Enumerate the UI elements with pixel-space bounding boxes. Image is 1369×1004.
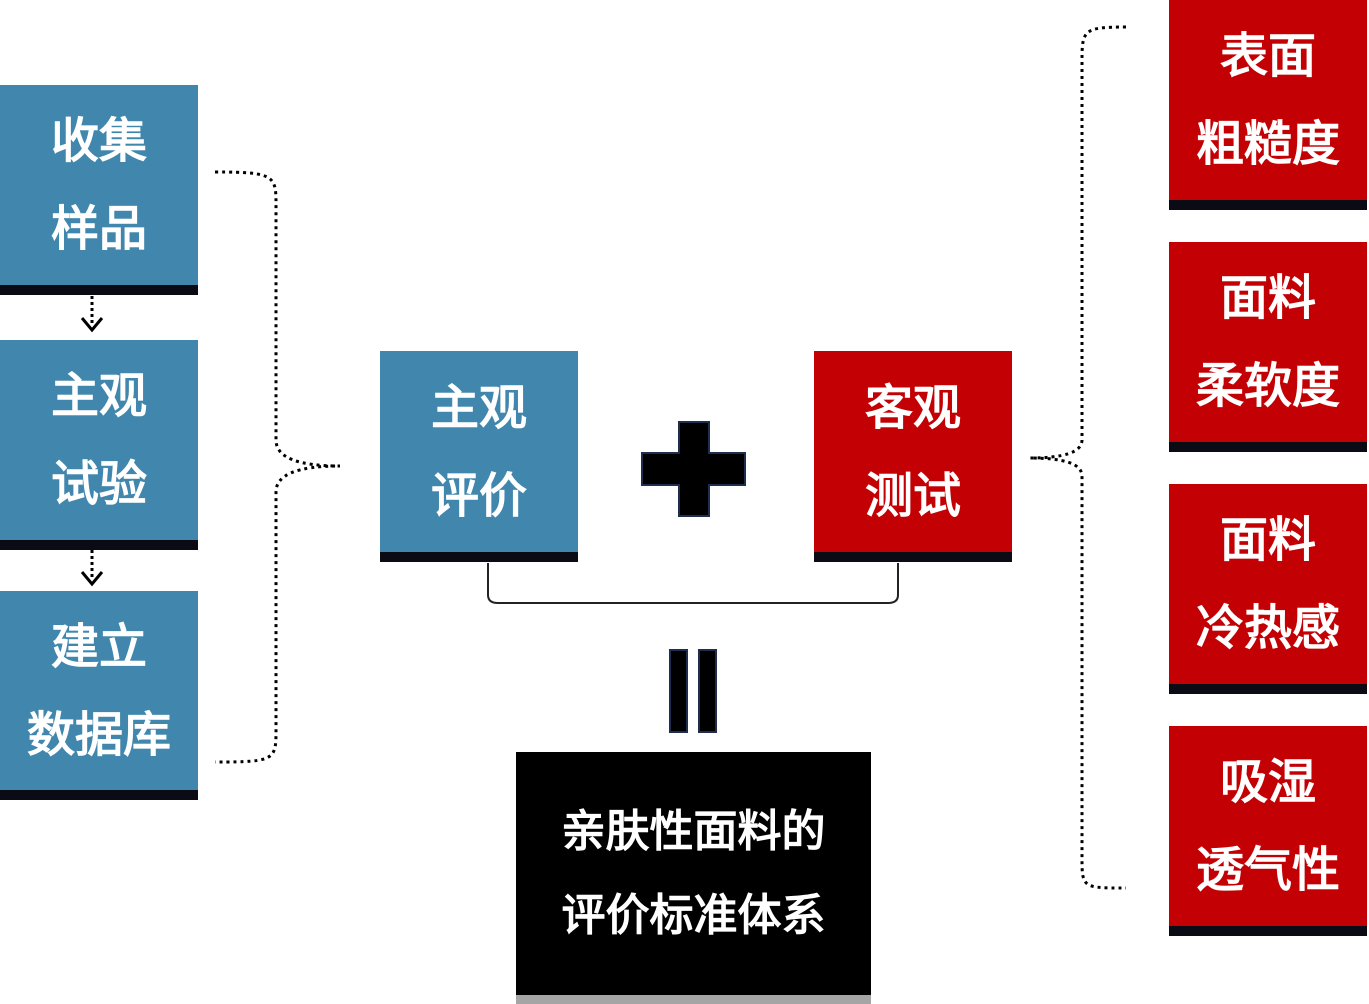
test-moisture-breathability: 吸湿 透气性 bbox=[1169, 726, 1367, 936]
step-collect-samples: 收集 样品 bbox=[0, 85, 198, 295]
step-collect-line2: 样品 bbox=[50, 201, 147, 257]
objective-line2: 测试 bbox=[864, 467, 961, 524]
arrow-trial-to-db bbox=[80, 550, 104, 587]
left-brace bbox=[214, 170, 341, 764]
subjective-line1: 主观 bbox=[430, 379, 527, 436]
step-build-database: 建立 数据库 bbox=[0, 591, 198, 800]
combine-bracket bbox=[487, 563, 899, 604]
subjective-evaluation-box: 主观 评价 bbox=[380, 351, 578, 562]
test-fabric-softness: 面料 柔软度 bbox=[1169, 242, 1367, 452]
evaluation-standard-system-box: 亲肤性面料的 评价标准体系 bbox=[516, 752, 871, 1004]
test-fabric-thermal-feel: 面料 冷热感 bbox=[1169, 484, 1367, 694]
objective-line1: 客观 bbox=[864, 379, 961, 436]
equals-bar-left bbox=[669, 649, 688, 733]
soft-line2: 柔软度 bbox=[1195, 358, 1340, 414]
plus-icon bbox=[641, 421, 746, 517]
soft-line1: 面料 bbox=[1219, 270, 1316, 326]
rough-line1: 表面 bbox=[1219, 28, 1316, 84]
thermal-line2: 冷热感 bbox=[1195, 600, 1340, 656]
rough-line2: 粗糙度 bbox=[1195, 116, 1340, 172]
step-subjective-trial: 主观 试验 bbox=[0, 340, 198, 550]
step-db-line2: 数据库 bbox=[26, 706, 171, 763]
thermal-line1: 面料 bbox=[1219, 512, 1316, 568]
result-line2: 评价标准体系 bbox=[561, 889, 826, 941]
moist-line1: 吸湿 bbox=[1219, 754, 1316, 810]
moist-line2: 透气性 bbox=[1195, 842, 1340, 898]
right-brace bbox=[1029, 25, 1127, 890]
objective-test-box: 客观 测试 bbox=[814, 351, 1012, 562]
result-line1: 亲肤性面料的 bbox=[561, 805, 826, 857]
subjective-line2: 评价 bbox=[430, 467, 527, 524]
step-collect-line1: 收集 bbox=[50, 113, 147, 169]
arrow-collect-to-trial bbox=[80, 296, 104, 333]
step-trial-line1: 主观 bbox=[50, 368, 147, 424]
step-trial-line2: 试验 bbox=[50, 456, 147, 512]
equals-bar-right bbox=[698, 649, 717, 733]
test-surface-roughness: 表面 粗糙度 bbox=[1169, 0, 1367, 210]
step-db-line1: 建立 bbox=[50, 618, 147, 675]
